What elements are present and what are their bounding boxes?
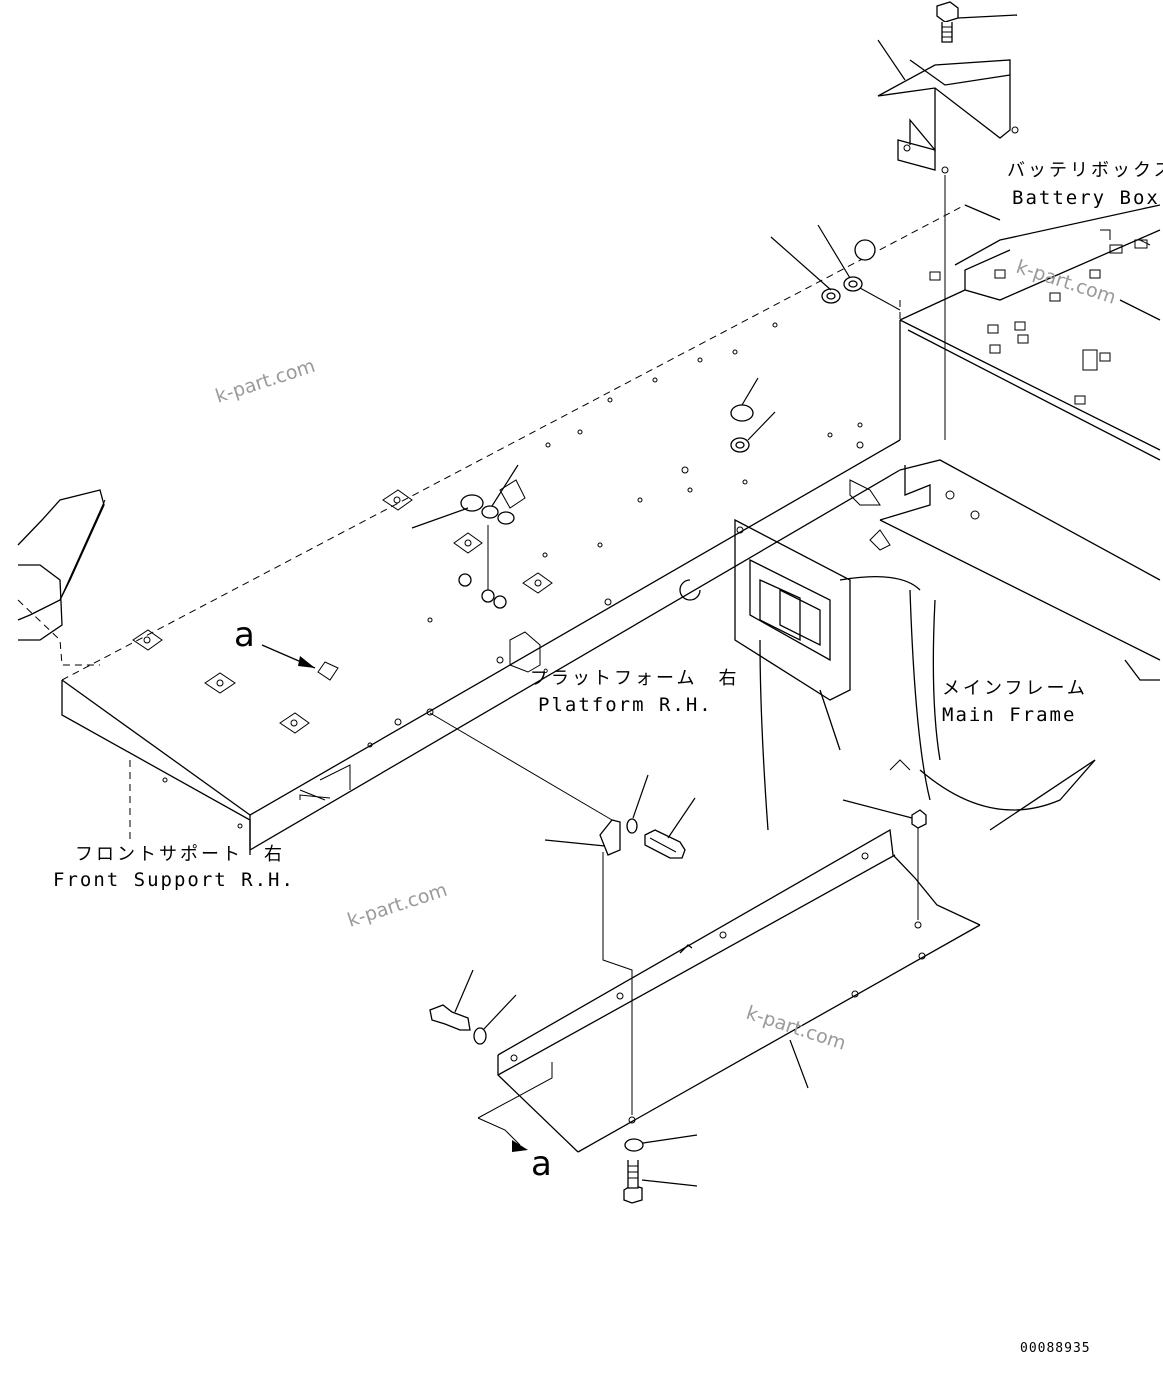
platform-rh xyxy=(61,204,1001,855)
view-marker-a-upper: a xyxy=(234,615,255,655)
battery-cover-bracket xyxy=(877,1,1019,440)
drawing-number: 00088935 xyxy=(1020,1341,1091,1356)
main-frame xyxy=(679,459,1161,831)
under-cover xyxy=(477,828,981,1153)
watermark-4: k-part.com xyxy=(743,1002,848,1055)
platform-label-en: Platform R.H. xyxy=(538,694,713,716)
battery-box-label-en: Battery Box xyxy=(1012,187,1160,209)
front-support-label-jp: フロントサポート 右 xyxy=(75,844,285,865)
battery-box xyxy=(899,204,1161,461)
watermark-1: k-part.com xyxy=(213,355,318,408)
front-support-rh xyxy=(17,489,106,666)
fasteners xyxy=(411,224,927,1204)
battery-box-label-jp: バッテリボックス xyxy=(1007,160,1163,181)
view-marker-a-lower: a xyxy=(531,1144,552,1184)
main-frame-label-en: Main Frame xyxy=(942,704,1076,726)
main-frame-label-jp: メインフレーム xyxy=(942,678,1088,699)
front-support-label-en: Front Support R.H. xyxy=(53,869,295,891)
watermark-2: k-part.com xyxy=(1013,256,1118,309)
watermark-3: k-part.com xyxy=(345,879,450,932)
platform-label-jp: プラットフォーム 右 xyxy=(530,668,739,689)
